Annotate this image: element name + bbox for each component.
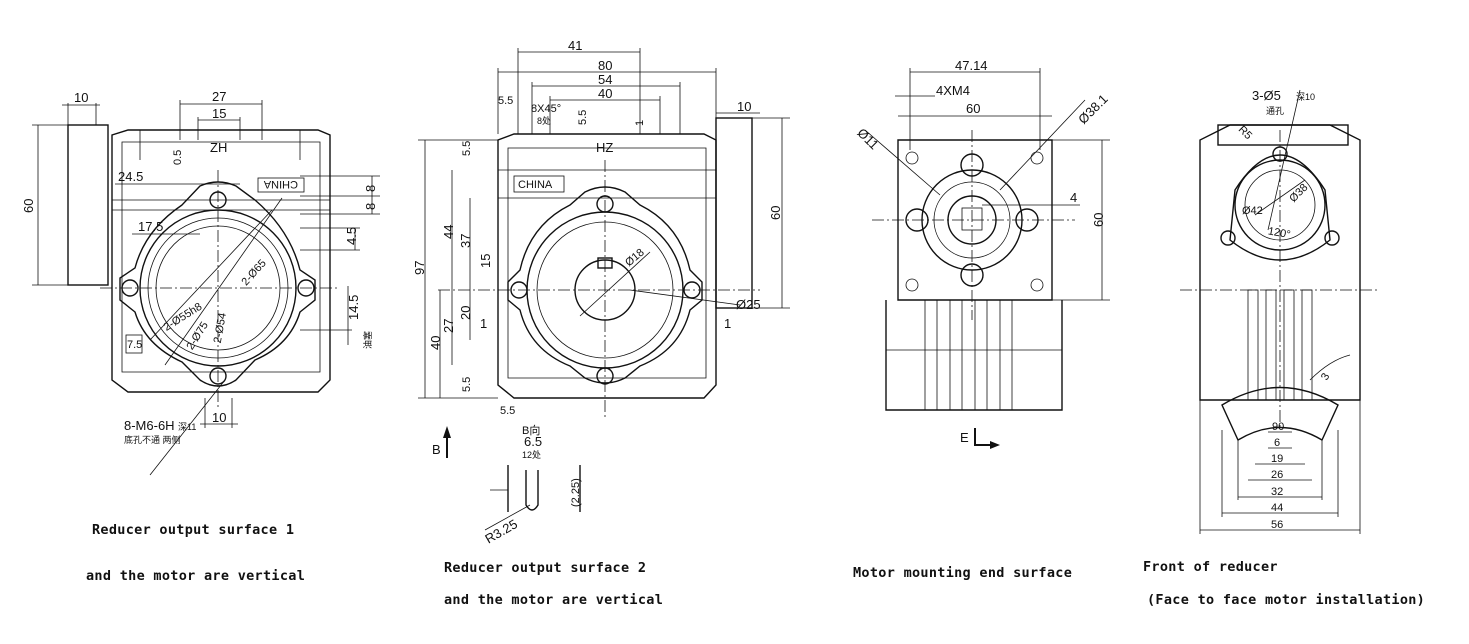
caption-view4-line1: Front of reducer	[1143, 559, 1278, 575]
dim-v2-80: 80	[598, 58, 612, 73]
dim-v1-8b: 8	[363, 203, 378, 210]
view-b-label: B	[432, 442, 441, 457]
dim-v2-40: 40	[598, 86, 612, 101]
dim-v2-41: 41	[568, 38, 582, 53]
key-width: 6.5	[524, 434, 542, 449]
dim-v2-5.5-e: 5.5	[500, 405, 515, 417]
dim-v2-5.5-a: 5.5	[498, 95, 513, 107]
dim-v1-14.5: 14.5	[346, 295, 361, 320]
dim-v2-1-left: 1	[480, 316, 487, 331]
dim-v1-60: 60	[21, 199, 36, 213]
depth-note: 深10	[1296, 92, 1315, 102]
dim-v2-27: 27	[441, 319, 456, 333]
china-label-v1: CHINA	[263, 178, 298, 190]
caption-view4-line2: (Face to face motor installation)	[1147, 592, 1426, 608]
hz-label: HZ	[596, 140, 613, 155]
dim-v1-d65: 2-Ø65	[239, 257, 268, 288]
dim-v4-26: 26	[1271, 469, 1283, 481]
dim-v2-10: 10	[737, 99, 751, 114]
dim-v4-3d5: 3-Ø5	[1252, 88, 1281, 103]
filling-note: 油塞	[362, 331, 373, 349]
dim-v1-10-bottom: 10	[212, 410, 226, 425]
key-height: (2.25)	[570, 478, 582, 507]
china-label-v2: CHINA	[518, 179, 553, 191]
dim-v2-5.5-d: 5.5	[461, 377, 473, 392]
dim-v3-60-top: 60	[966, 101, 980, 116]
dim-v2-97: 97	[412, 261, 427, 275]
thread-note: 8-M6-6H	[124, 418, 175, 433]
dim-v1-7.5: 7.5	[127, 339, 142, 351]
dim-v4-19: 19	[1271, 453, 1283, 465]
dim-v4-r5: R5	[1236, 124, 1254, 142]
thread-depth: 深11	[178, 422, 196, 432]
view-output-surface-2: CHINA HZ 41 80 54 40 5.5 8X45° 8处 5.5	[412, 38, 790, 547]
b-view-title: B向	[522, 423, 540, 437]
dim-v4-32: 32	[1271, 486, 1283, 498]
dim-v4-44: 44	[1271, 502, 1283, 514]
thru-note: 通孔	[1266, 106, 1284, 116]
dim-v1-27: 27	[212, 89, 226, 104]
dim-v1-24.5: 24.5	[118, 169, 143, 184]
dim-v3-60-right: 60	[1091, 213, 1106, 227]
caption-view3-line1: Motor mounting end surface	[853, 565, 1073, 581]
dim-v3-d11: Ø11	[854, 125, 881, 152]
dim-v4-d42: Ø42	[1242, 205, 1263, 217]
dim-v4-90: 90	[1272, 421, 1284, 433]
dim-v2-chamfer: 8X45°	[531, 103, 561, 115]
dim-v1-15: 15	[212, 106, 226, 121]
dim-v2-40-left: 40	[428, 336, 443, 350]
dim-v1-d75: 2-Ø75	[184, 320, 210, 352]
view-front-reducer: 3-Ø5 深10 通孔 R5 Ø38 Ø42 120° 3 90 6 19 26…	[1180, 88, 1380, 534]
chamfer-note: 8处	[537, 115, 551, 126]
dim-v4-120: 120°	[1267, 225, 1292, 241]
dim-v4-6: 6	[1274, 437, 1280, 449]
dim-v1-8a: 8	[363, 185, 378, 192]
dim-v3-4xm4: 4XM4	[936, 83, 970, 98]
dim-v3-d38: Ø38.1	[1075, 91, 1111, 127]
dim-v2-60: 60	[768, 206, 783, 220]
dim-v3-4: 4	[1070, 190, 1077, 205]
dim-v2-1-top: 1	[634, 120, 646, 126]
zh-label: ZH	[210, 140, 227, 155]
dim-v2-54: 54	[598, 72, 612, 87]
dim-v2-37: 37	[458, 234, 473, 248]
view-e-label: E	[960, 430, 969, 445]
view-motor-mounting: 47.14 4XM4 60 Ø38.1 Ø11 4 60 E	[854, 58, 1111, 449]
dim-v4-3: 3	[1319, 371, 1332, 382]
dim-v4-56: 56	[1271, 519, 1283, 531]
key-depth-note: 12处	[522, 449, 541, 460]
dim-v3-47.14: 47.14	[955, 58, 988, 73]
dim-v1-4.5: 4.5	[344, 227, 359, 245]
caption-view1-line2: and the motor are vertical	[86, 568, 306, 584]
note-blind-hole: 底孔不通 两侧	[124, 434, 181, 445]
dim-v2-44: 44	[441, 225, 456, 239]
dim-v1-0.5: 0.5	[172, 150, 184, 165]
dim-v4-d38: Ø38	[1287, 182, 1310, 205]
dim-v1-d54: 2-Ø54	[212, 312, 229, 344]
dim-v2-5.5-c: 5.5	[461, 141, 473, 156]
dim-v2-5.5-b: 5.5	[577, 110, 589, 125]
dim-v1-17.5: 17.5	[138, 219, 163, 234]
dim-v2-15: 15	[478, 254, 493, 268]
caption-view2-line1: Reducer output surface 2	[444, 560, 647, 576]
dim-v2-d25: Ø25	[736, 297, 761, 312]
dim-v1-10-top: 10	[74, 90, 88, 105]
view-output-surface-1: 10 60 CHINA ZH 27 15 0	[21, 89, 380, 476]
caption-view2-line2: and the motor are vertical	[444, 592, 664, 608]
caption-view1-line1: Reducer output surface 1	[92, 522, 295, 538]
dim-v2-20: 20	[458, 306, 473, 320]
dim-v2-1-right: 1	[724, 316, 731, 331]
